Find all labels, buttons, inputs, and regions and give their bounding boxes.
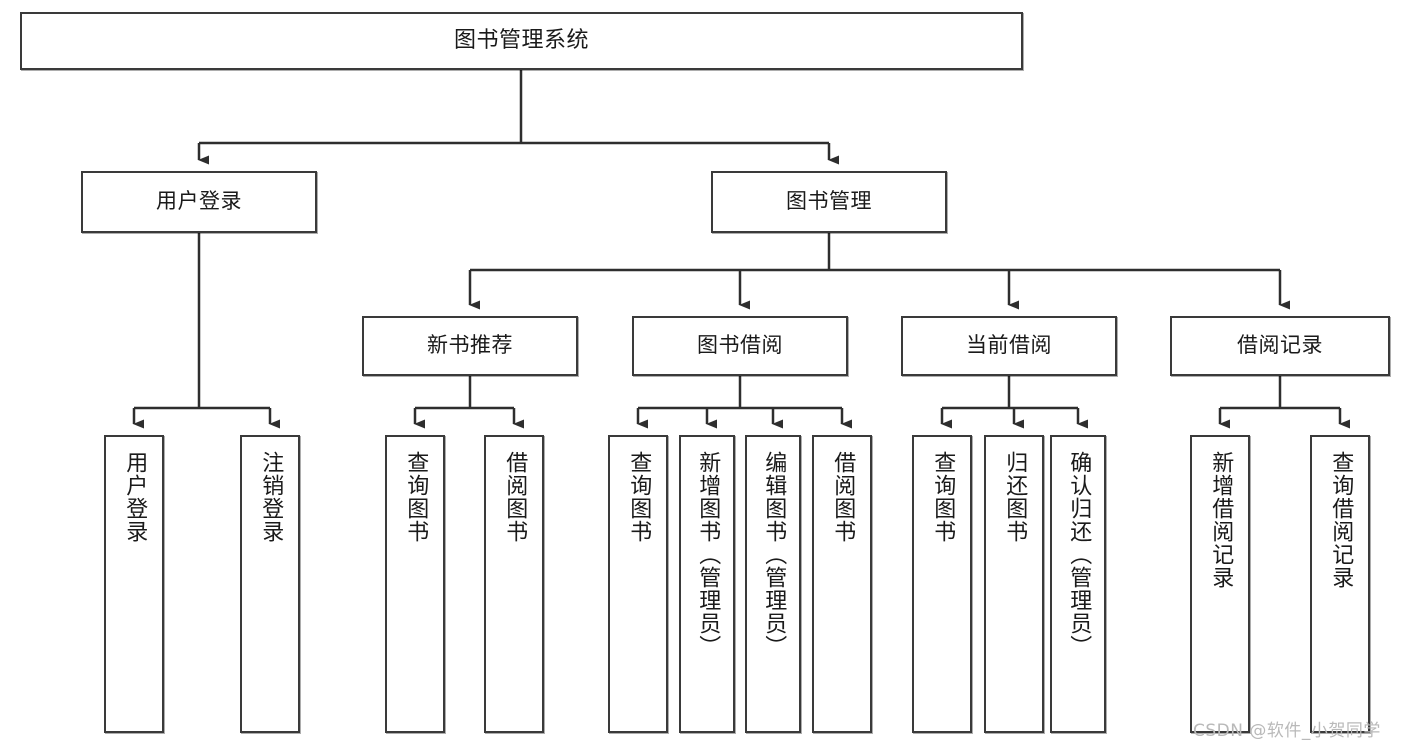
node-leaf-confirm-return[interactable]: 确认归还（管理员） bbox=[1050, 435, 1106, 733]
node-leaf-user-login-label: 用户登录 bbox=[122, 451, 148, 543]
node-leaf-query-record-label: 查询借阅记录 bbox=[1328, 451, 1354, 589]
node-borrow-record[interactable]: 借阅记录 bbox=[1170, 316, 1390, 376]
node-book-manage[interactable]: 图书管理 bbox=[711, 171, 947, 233]
node-leaf-logout[interactable]: 注销登录 bbox=[240, 435, 300, 733]
node-leaf-query-book-1[interactable]: 查询图书 bbox=[385, 435, 445, 733]
node-current-borrow[interactable]: 当前借阅 bbox=[901, 316, 1117, 376]
node-leaf-query-record[interactable]: 查询借阅记录 bbox=[1310, 435, 1370, 733]
node-leaf-confirm-return-label: 确认归还（管理员） bbox=[1066, 451, 1092, 658]
node-leaf-add-book[interactable]: 新增图书（管理员） bbox=[679, 435, 735, 733]
node-current-borrow-label: 当前借阅 bbox=[966, 333, 1052, 358]
node-leaf-edit-book-label: 编辑图书（管理员） bbox=[761, 451, 787, 658]
node-root-图书管理系统-label: 图书管理系统 bbox=[453, 27, 589, 53]
node-root-图书管理系统[interactable]: 图书管理系统 bbox=[20, 12, 1023, 70]
node-leaf-borrow-book-2-label: 借阅图书 bbox=[830, 451, 856, 543]
node-leaf-add-record-label: 新增借阅记录 bbox=[1208, 451, 1234, 589]
node-leaf-add-book-label: 新增图书（管理员） bbox=[695, 451, 721, 658]
node-user-login-label: 用户登录 bbox=[156, 189, 242, 214]
node-leaf-query-book-2[interactable]: 查询图书 bbox=[608, 435, 668, 733]
node-leaf-query-book-2-label: 查询图书 bbox=[626, 451, 652, 543]
node-leaf-query-book-1-label: 查询图书 bbox=[403, 451, 429, 543]
node-leaf-add-record[interactable]: 新增借阅记录 bbox=[1190, 435, 1250, 733]
node-borrow-record-label: 借阅记录 bbox=[1237, 333, 1323, 358]
node-leaf-edit-book[interactable]: 编辑图书（管理员） bbox=[745, 435, 801, 733]
node-leaf-query-book-3[interactable]: 查询图书 bbox=[912, 435, 972, 733]
node-new-book-recommend[interactable]: 新书推荐 bbox=[362, 316, 578, 376]
node-leaf-borrow-book-2[interactable]: 借阅图书 bbox=[812, 435, 872, 733]
node-leaf-borrow-book-1[interactable]: 借阅图书 bbox=[484, 435, 544, 733]
node-user-login[interactable]: 用户登录 bbox=[81, 171, 317, 233]
node-leaf-user-login[interactable]: 用户登录 bbox=[104, 435, 164, 733]
node-book-borrow[interactable]: 图书借阅 bbox=[632, 316, 848, 376]
node-new-book-recommend-label: 新书推荐 bbox=[427, 333, 513, 358]
csdn-watermark: CSDN @软件_小贺同学 bbox=[1193, 721, 1381, 741]
node-leaf-return-book-label: 归还图书 bbox=[1002, 451, 1028, 543]
node-leaf-return-book[interactable]: 归还图书 bbox=[984, 435, 1044, 733]
node-leaf-logout-label: 注销登录 bbox=[258, 451, 284, 543]
node-book-manage-label: 图书管理 bbox=[786, 189, 872, 214]
node-leaf-borrow-book-1-label: 借阅图书 bbox=[502, 451, 528, 543]
node-book-borrow-label: 图书借阅 bbox=[697, 333, 783, 358]
node-leaf-query-book-3-label: 查询图书 bbox=[930, 451, 956, 543]
